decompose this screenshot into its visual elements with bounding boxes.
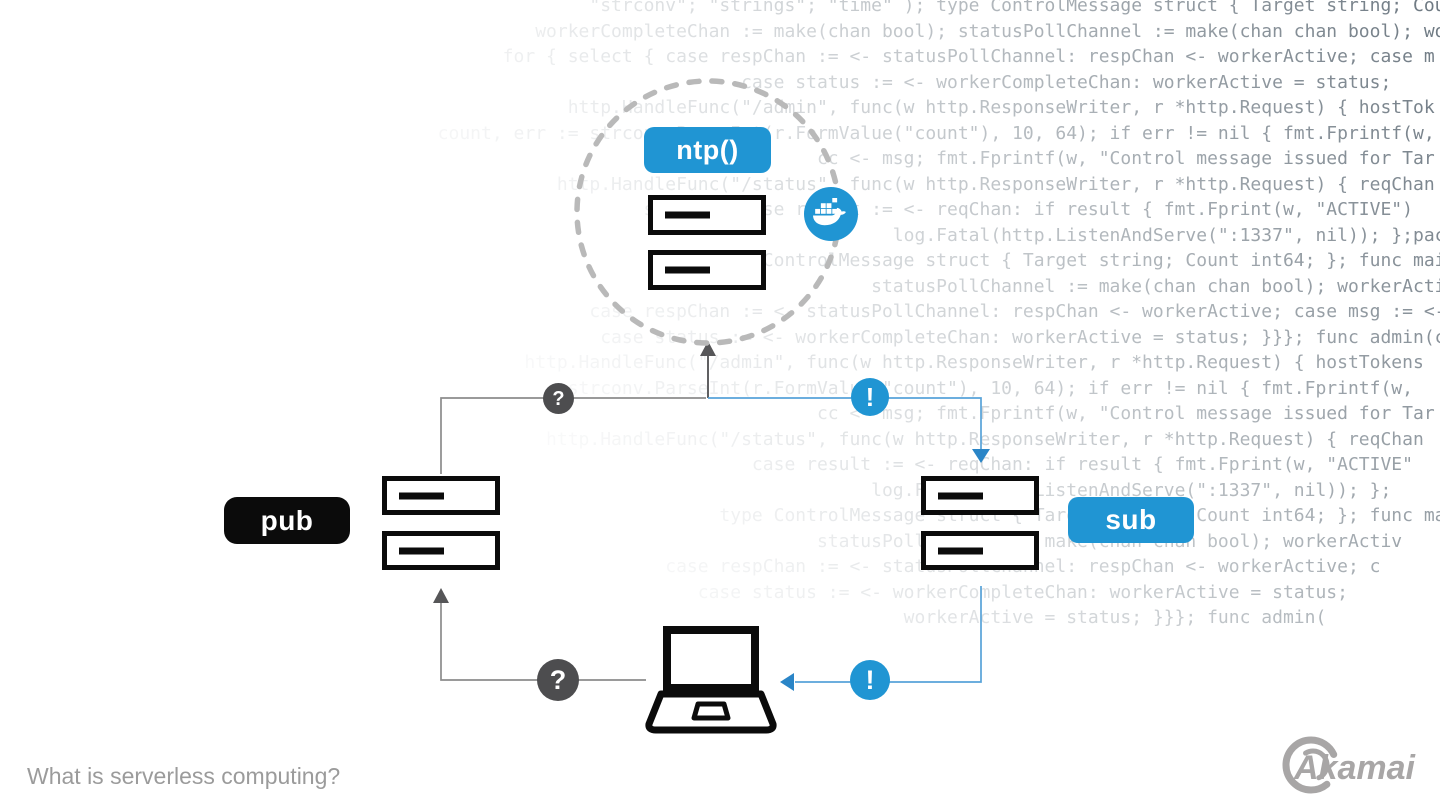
akamai-logo: Akamai <box>1282 736 1417 794</box>
question-status-icon: ? <box>543 383 574 414</box>
server-icon <box>921 531 1039 570</box>
arrow-up-to-pub-icon <box>433 588 449 603</box>
akamai-wordmark: Akamai <box>1293 749 1417 787</box>
server-led <box>665 211 710 219</box>
server-icon <box>382 531 500 570</box>
server-icon <box>648 250 766 290</box>
akamai-inner-swoosh-icon <box>1296 748 1330 782</box>
arrow-down-to-sub-icon <box>972 449 990 463</box>
function-badge: ntp() <box>644 127 771 173</box>
page-title: What is serverless computing? <box>27 763 341 789</box>
question-status-icon: ? <box>537 659 579 701</box>
server-icon <box>921 476 1039 515</box>
publisher-badge: pub <box>224 497 350 544</box>
server-led <box>665 266 710 274</box>
arrow-up-to-function-icon <box>700 341 716 356</box>
subscriber-badge: sub <box>1068 497 1194 543</box>
server-icon <box>648 195 766 235</box>
arrow-left-to-laptop-icon <box>780 673 794 691</box>
server-led <box>399 547 444 554</box>
docker-badge <box>804 187 858 241</box>
exclamation-status-icon: ! <box>851 378 889 416</box>
docker-whale-icon <box>813 198 846 226</box>
server-led <box>938 492 983 499</box>
server-led <box>399 492 444 499</box>
server-icon <box>382 476 500 515</box>
exclamation-status-icon: ! <box>850 660 890 700</box>
laptop-icon <box>645 626 777 734</box>
server-led <box>938 547 983 554</box>
akamai-swoosh-icon <box>1282 736 1340 794</box>
